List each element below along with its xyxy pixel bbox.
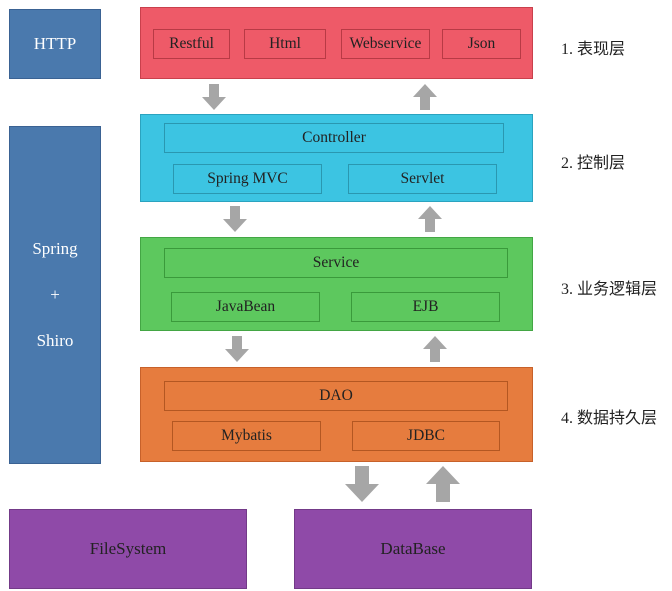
business-layer [140, 237, 533, 331]
controller-box: Controller [164, 123, 504, 153]
down-arrow-icon [345, 466, 379, 502]
down-arrow-icon [223, 206, 247, 232]
persistence-layer-label: 4. 数据持久层 [561, 410, 658, 427]
spring-shiro-box: Spring + Shiro [9, 126, 101, 464]
control-layer-label: 2. 控制层 [561, 155, 626, 172]
down-arrow-icon [202, 84, 226, 110]
filesystem-box: FileSystem [9, 509, 247, 589]
html-box: Html [244, 29, 326, 59]
database-box: DataBase [294, 509, 532, 589]
spring-label: Spring [32, 239, 78, 258]
business-layer-label: 3. 业务逻辑层 [561, 281, 658, 298]
spring-mvc-box: Spring MVC [173, 164, 322, 194]
up-arrow-icon [426, 466, 460, 502]
webservice-box: Webservice [341, 29, 430, 59]
service-box: Service [164, 248, 508, 278]
up-arrow-icon [418, 206, 442, 232]
restful-box: Restful [153, 29, 230, 59]
http-box: HTTP [9, 9, 101, 79]
up-arrow-icon [423, 336, 447, 362]
http-label: HTTP [33, 34, 77, 53]
dao-box: DAO [164, 381, 508, 411]
plus-label: + [50, 285, 60, 304]
javabean-box: JavaBean [171, 292, 320, 322]
mybatis-box: Mybatis [172, 421, 321, 451]
up-arrow-icon [413, 84, 437, 110]
jdbc-box: JDBC [352, 421, 500, 451]
control-layer [140, 114, 533, 202]
json-box: Json [442, 29, 521, 59]
servlet-box: Servlet [348, 164, 497, 194]
persistence-layer [140, 367, 533, 462]
ejb-box: EJB [351, 292, 500, 322]
down-arrow-icon [225, 336, 249, 362]
presentation-layer [140, 7, 533, 79]
shiro-label: Shiro [36, 331, 74, 350]
presentation-layer-label: 1. 表现层 [561, 41, 626, 58]
